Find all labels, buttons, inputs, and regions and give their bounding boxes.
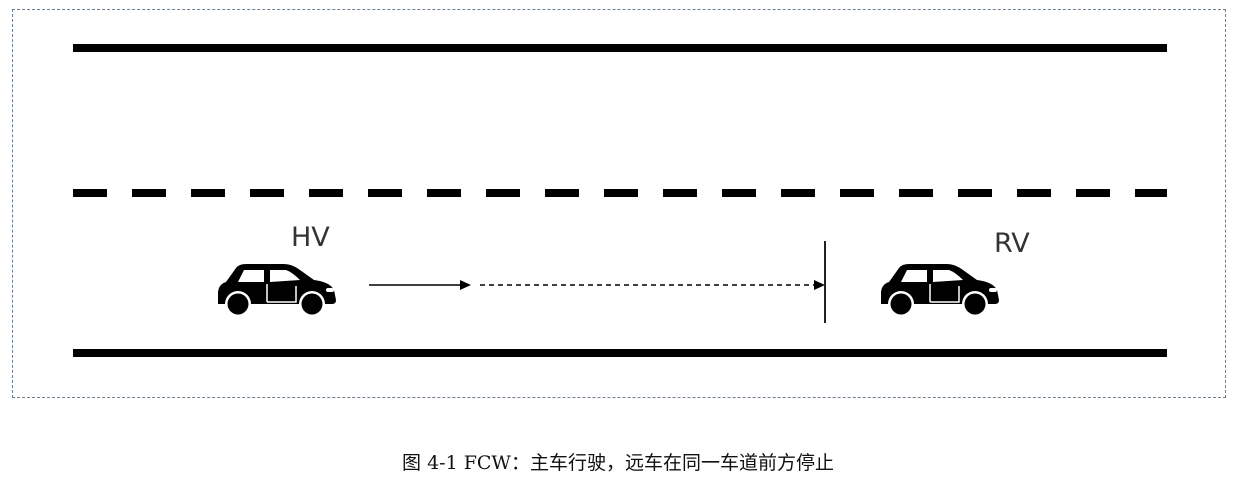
hv-label: HV [291, 222, 330, 253]
road-top-edge-line [73, 44, 1167, 52]
solid-arrow-icon [369, 280, 471, 290]
lane-divider-dashed-line [73, 189, 1167, 197]
diagram-frame [12, 9, 1226, 398]
remote-vehicle-car-icon [877, 262, 1001, 318]
host-vehicle-car-icon [214, 262, 338, 318]
figure-caption: 图 4-1 FCW：主车行驶，远车在同一车道前方停止 [402, 452, 834, 474]
rv-label: RV [994, 228, 1030, 259]
dashed-arrow-icon [480, 280, 825, 290]
road-bottom-edge-line [73, 349, 1167, 357]
